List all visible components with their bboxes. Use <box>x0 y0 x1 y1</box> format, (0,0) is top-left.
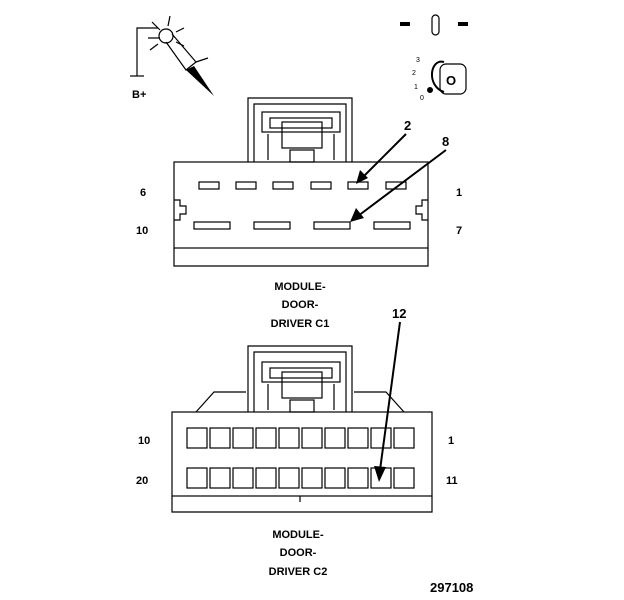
ignition-position-0: 0 <box>420 95 424 102</box>
c1-callout-label-2: 2 <box>404 118 411 133</box>
c2-name-line-2: DOOR- <box>280 547 317 559</box>
c2-cavity <box>347 427 369 449</box>
c1-cavity <box>385 181 407 190</box>
c2-cavity <box>209 467 231 489</box>
c1-pin-label-bottom-right: 7 <box>456 225 462 237</box>
c2-cavity <box>255 467 277 489</box>
connector-c2 <box>171 345 433 513</box>
c2-cavity <box>209 427 231 449</box>
c2-pin-label-bottom-left: 20 <box>136 475 148 487</box>
c2-callout-arrow-12 <box>374 321 401 482</box>
test-light-icon <box>130 15 214 96</box>
c2-cavity <box>347 467 369 489</box>
c1-callout-arrow-2 <box>356 133 407 184</box>
c2-name-line-1: MODULE- <box>272 529 324 541</box>
connector-c1 <box>173 97 429 267</box>
c1-cavity <box>193 221 231 230</box>
c1-cavity <box>253 221 291 230</box>
c2-cavity <box>232 427 254 449</box>
c1-cavity <box>198 181 220 190</box>
c2-cavity <box>301 467 323 489</box>
ignition-position-1: 1 <box>414 84 418 91</box>
c1-cavity <box>373 221 411 230</box>
c2-cavity <box>324 427 346 449</box>
c1-pin-label-bottom-left: 10 <box>136 225 148 237</box>
c2-pin-label-top-right: 1 <box>448 435 454 447</box>
c2-cavity <box>324 467 346 489</box>
c2-cavity <box>186 467 208 489</box>
ignition-position-3: 3 <box>416 57 420 64</box>
c2-name-line-3: DRIVER C2 <box>269 566 328 578</box>
c2-cavity <box>255 427 277 449</box>
c2-cavity <box>278 467 300 489</box>
c2-cavity <box>186 427 208 449</box>
ignition-switch-icon: O <box>400 14 468 95</box>
c2-cavity <box>393 427 415 449</box>
ignition-position-2: 2 <box>412 70 416 77</box>
c2-pin-label-top-left: 10 <box>138 435 150 447</box>
c2-cavity <box>370 427 392 449</box>
c2-callout-label-12: 12 <box>392 306 406 321</box>
c1-cavity <box>313 221 351 230</box>
c1-name-line-3: DRIVER C1 <box>271 318 330 330</box>
c1-callout-arrow-8 <box>350 149 447 222</box>
c2-top-row <box>186 427 415 449</box>
c2-pin-label-bottom-right: 11 <box>446 475 458 487</box>
c1-name-line-2: DOOR- <box>282 299 319 311</box>
c1-callout-label-8: 8 <box>442 134 449 149</box>
c2-bottom-row <box>186 467 415 489</box>
c2-cavity <box>232 467 254 489</box>
c1-cavity <box>235 181 257 190</box>
c1-cavity <box>272 181 294 190</box>
c1-pin-label-top-right: 1 <box>456 187 462 199</box>
c1-cavity <box>310 181 332 190</box>
c2-cavity <box>393 467 415 489</box>
c1-cavity <box>347 181 369 190</box>
figure-number: 297108 <box>430 580 473 595</box>
c1-name-line-1: MODULE- <box>274 281 326 293</box>
ignition-key-glyph: O <box>446 73 456 88</box>
c2-cavity <box>301 427 323 449</box>
power-label: B+ <box>132 89 146 101</box>
c2-cavity <box>278 427 300 449</box>
c1-pin-label-top-left: 6 <box>140 187 146 199</box>
